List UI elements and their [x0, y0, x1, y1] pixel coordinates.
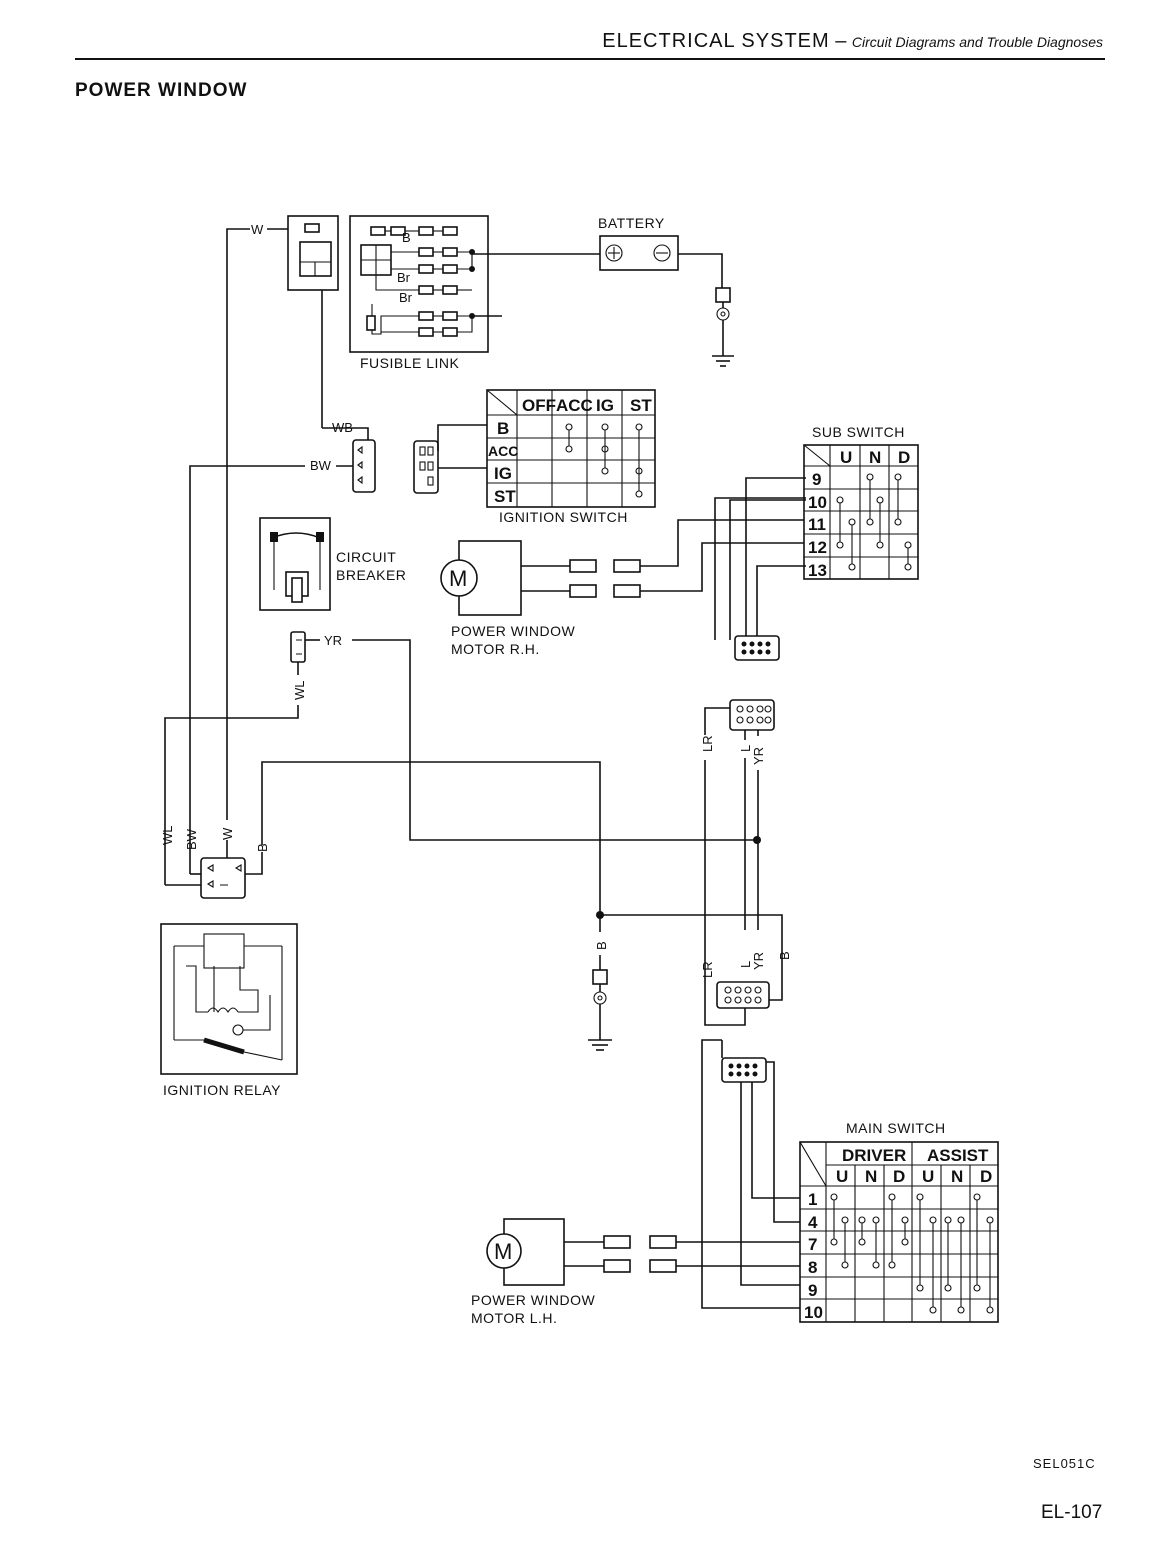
main-group-driver: DRIVER — [842, 1146, 906, 1165]
main-row-4: 4 — [808, 1213, 818, 1232]
wire-br-label-1: Br — [397, 270, 411, 285]
motor-rh-symbol: M — [449, 566, 467, 591]
ign-row-b: B — [497, 419, 509, 438]
motor-lh: M POWER WINDOW MOTOR L.H. — [471, 1218, 800, 1326]
main-switch-connector — [701, 1039, 800, 1309]
wire-yr-label-cb: YR — [324, 633, 342, 648]
circuit-breaker-label-2: BREAKER — [336, 567, 406, 583]
relay-connector: WL BW W B — [160, 826, 270, 899]
main-col-assist-d: D — [980, 1167, 992, 1186]
sub-row-12: 12 — [808, 538, 827, 557]
sub-row-13: 13 — [808, 561, 827, 580]
wire-lr-label-lower: LR — [700, 961, 715, 978]
circuit-breaker: CIRCUIT BREAKER — [259, 517, 406, 611]
ign-col-ig: IG — [596, 396, 614, 415]
battery-label: BATTERY — [598, 215, 665, 231]
wire-br-label-2: Br — [399, 290, 413, 305]
main-row-9: 9 — [808, 1281, 817, 1300]
wire-yr-label-upper: YR — [751, 747, 766, 765]
wire-yr-label-lower: YR — [751, 952, 766, 970]
wire-bw-label-relay: BW — [184, 828, 199, 850]
ign-row-st: ST — [494, 487, 516, 506]
wire-wl-label-cb: WL — [292, 681, 307, 701]
main-switch-label: MAIN SWITCH — [846, 1120, 946, 1136]
sub-switch-connector — [734, 635, 780, 661]
ign-col-acc: ACC — [556, 396, 593, 415]
sub-switch: SUB SWITCH U N D 9 10 11 12 13 — [714, 424, 919, 640]
wire-b-label-fl: B — [402, 230, 411, 245]
main-row-10: 10 — [804, 1303, 823, 1322]
main-col-driver-d: D — [893, 1167, 905, 1186]
page-number: EL-107 — [1041, 1502, 1103, 1523]
header-separator: – — [835, 30, 847, 52]
main-switch: MAIN SWITCH DRIVER ASSIST U N D U N D 1 … — [799, 1120, 999, 1323]
page-title: POWER WINDOW — [75, 80, 248, 101]
ignition-switch-label: IGNITION SWITCH — [499, 509, 628, 525]
sub-row-9: 9 — [812, 470, 821, 489]
sub-col-n: N — [869, 448, 881, 467]
ign-row-acc: ACC — [488, 443, 518, 459]
circuit-breaker-label-1: CIRCUIT — [336, 549, 396, 565]
wire-w-label-top: W — [251, 222, 264, 237]
ignition-relay: IGNITION RELAY — [160, 923, 298, 1098]
ignition-relay-label: IGNITION RELAY — [163, 1082, 281, 1098]
main-col-driver-u: U — [836, 1167, 848, 1186]
motor-lh-label-1: POWER WINDOW — [471, 1292, 595, 1308]
wire-wl-label-relay: WL — [160, 826, 175, 846]
main-col-assist-n: N — [951, 1167, 963, 1186]
wire-lr-label-upper: LR — [700, 735, 715, 752]
motor-lh-symbol: M — [494, 1239, 512, 1264]
sub-col-u: U — [840, 448, 852, 467]
wire-b-label-lower: B — [777, 951, 792, 960]
ign-col-off: OFF — [522, 396, 556, 415]
fusible-link: B Br Br FUSIBLE LINK — [349, 215, 489, 371]
sub-row-10: 10 — [808, 493, 827, 512]
main-group-assist: ASSIST — [927, 1146, 989, 1165]
wire-b-label-ground: B — [594, 941, 609, 950]
wire-l-label-upper: L — [738, 745, 753, 752]
door-connector-upper: LR L YR — [700, 699, 775, 985]
fuse-box — [287, 215, 339, 291]
header-subtitle: Circuit Diagrams and Trouble Diagnoses — [851, 34, 1103, 50]
header-system: ELECTRICAL SYSTEM — [602, 30, 830, 52]
sub-row-11: 11 — [808, 515, 826, 534]
battery: BATTERY — [598, 215, 734, 367]
wb-bw-connector: WB BW — [310, 290, 376, 493]
figure-code: SEL051C — [1033, 1456, 1096, 1471]
motor-lh-label-2: MOTOR L.H. — [471, 1310, 557, 1326]
page-header: ELECTRICAL SYSTEM – Circuit Diagrams and… — [602, 30, 1103, 53]
wire-b-label-relay: B — [255, 843, 270, 852]
header-rule — [75, 58, 1105, 60]
ignition-connector — [413, 424, 487, 494]
motor-rh: M POWER WINDOW MOTOR R.H. — [440, 519, 806, 657]
yr-wl-connector: YR WL — [164, 631, 757, 885]
ignition-switch: OFF ACC IG ST B ACC IG ST IGNITION SWITC… — [486, 389, 656, 525]
motor-rh-label-2: MOTOR R.H. — [451, 641, 540, 657]
wire-bw-label: BW — [310, 458, 332, 473]
main-row-8: 8 — [808, 1258, 817, 1277]
main-col-driver-n: N — [865, 1167, 877, 1186]
sub-col-d: D — [898, 448, 910, 467]
door-connector-lower: LR L YR B — [700, 951, 792, 1026]
motor-rh-label-1: POWER WINDOW — [451, 623, 575, 639]
ign-row-ig: IG — [494, 464, 512, 483]
main-row-1: 1 — [808, 1190, 817, 1209]
wire-l-label-lower: L — [738, 961, 753, 968]
sub-switch-label: SUB SWITCH — [812, 424, 905, 440]
fusible-link-label: FUSIBLE LINK — [360, 355, 460, 371]
main-col-assist-u: U — [922, 1167, 934, 1186]
ign-col-st: ST — [630, 396, 652, 415]
wire-wb-label: WB — [332, 420, 353, 435]
wire-w-label-relay: W — [220, 827, 235, 840]
main-row-7: 7 — [808, 1235, 817, 1254]
